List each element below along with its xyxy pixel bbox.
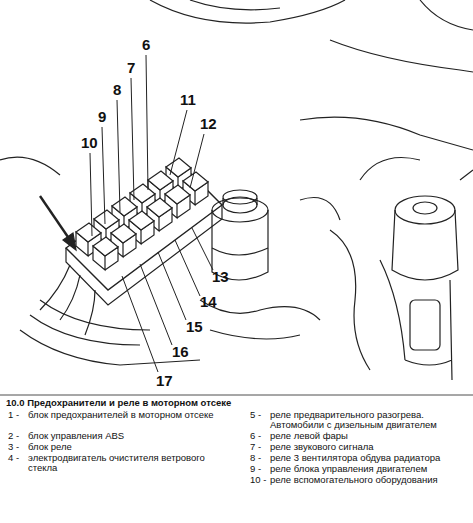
callout-number: 10: [81, 135, 98, 151]
body-contour: [330, 40, 473, 72]
body-contour: [420, 0, 473, 30]
cable: [30, 315, 140, 345]
cable: [200, 300, 320, 320]
relay-top: [129, 211, 154, 230]
pointer-arrow: [40, 196, 76, 250]
list-number: 7 -: [250, 442, 261, 452]
callout-number: 14: [200, 294, 217, 310]
relay-top: [148, 171, 173, 190]
list-item: блок управления ABS: [28, 431, 228, 441]
figure-caption: 10.0 Предохранители и реле в моторном от…: [6, 398, 231, 408]
relay-top: [111, 224, 136, 243]
callout-number: 6: [142, 37, 150, 53]
list-item: реле звукового сигнала: [270, 442, 466, 452]
relay-top: [183, 172, 208, 191]
body-contour: [190, 0, 280, 10]
wing-edge: [0, 157, 60, 175]
list-number: 10 -: [250, 475, 266, 485]
list-number: 8 -: [250, 453, 261, 463]
frame-line: [0, 395, 473, 396]
list-item: электродвигатель очистителя ветрового ст…: [28, 453, 228, 473]
cable: [40, 300, 150, 330]
callout-number: 13: [212, 269, 229, 285]
callout-number: 11: [180, 92, 196, 108]
relay-top: [94, 210, 119, 229]
list-number: 5 -: [250, 410, 261, 420]
body-contour: [300, 117, 473, 150]
relay-top: [165, 185, 190, 204]
callout-number: 7: [127, 60, 135, 76]
list-item: реле левой фары: [270, 431, 466, 441]
list-number: 1 -: [8, 410, 19, 420]
relay-block-housing: [66, 165, 222, 290]
wiring: [40, 265, 95, 335]
list-item: блок реле: [28, 442, 228, 452]
list-item: реле вспомогательного оборудования: [270, 475, 466, 485]
relay-top: [93, 237, 118, 256]
leader-lines: [90, 55, 213, 372]
body-contour: [150, 0, 345, 23]
callout-number: 8: [113, 82, 121, 98]
list-item: реле блока управления двигателем: [270, 464, 466, 474]
callout-number: 9: [98, 109, 106, 125]
relay-group: [76, 158, 208, 270]
list-number: 3 -: [8, 442, 19, 452]
callout-number: 12: [200, 116, 217, 132]
list-number: 4 -: [8, 453, 19, 463]
list-item: блок предохранителей в моторном отсеке: [28, 410, 228, 420]
relay-block-housing: [66, 205, 222, 305]
callout-number: 17: [156, 373, 173, 389]
strut-tower: [300, 158, 473, 381]
wing-edge: [20, 330, 200, 365]
list-item: реле 3 вентилятора обдува радиатора: [270, 453, 466, 463]
list-number: 2 -: [8, 431, 19, 441]
list-number: 9 -: [250, 464, 261, 474]
cable: [210, 330, 300, 339]
relay-top: [76, 223, 101, 242]
list-number: 6 -: [250, 431, 261, 441]
relay-top: [147, 198, 172, 217]
callout-number: 16: [172, 344, 189, 360]
relay-top: [112, 197, 137, 216]
list-item: реле предварительного разогрева. Автомоб…: [270, 410, 466, 430]
callout-number: 15: [186, 319, 203, 335]
